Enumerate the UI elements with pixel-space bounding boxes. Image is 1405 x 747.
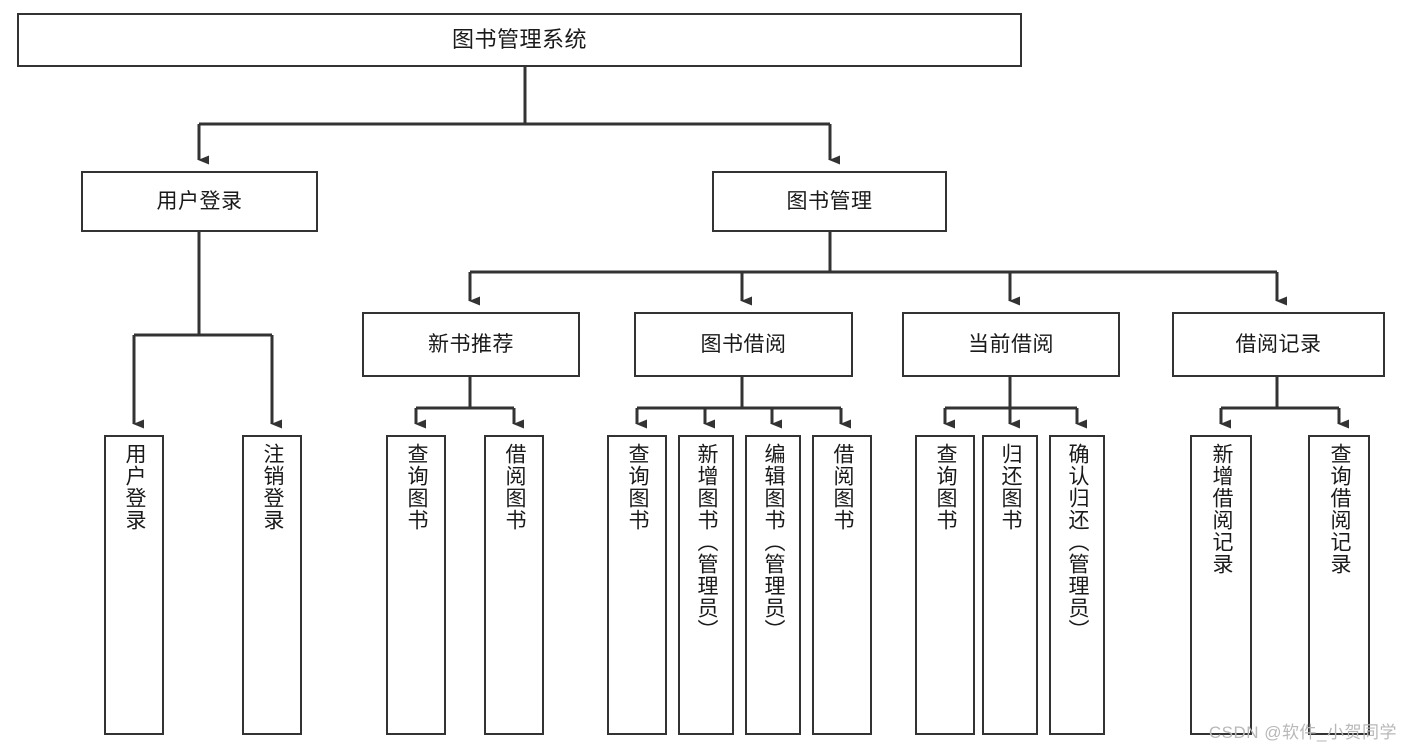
node-leaf-query-book-1[interactable]: 查询图书 (386, 435, 446, 735)
node-leaf-add-record-label: 新增借阅记录 (1210, 443, 1234, 575)
node-leaf-query-book-2-label: 查询图书 (626, 443, 650, 531)
node-leaf-borrow-book-1[interactable]: 借阅图书 (484, 435, 544, 735)
node-leaf-add-book-label: 新增图书（管理员） (695, 443, 719, 641)
node-current-borrow[interactable]: 当前借阅 (902, 312, 1120, 377)
node-leaf-add-record[interactable]: 新增借阅记录 (1190, 435, 1252, 735)
node-leaf-add-book[interactable]: 新增图书（管理员） (678, 435, 734, 735)
node-user-login[interactable]: 用户登录 (81, 171, 318, 232)
node-leaf-query-book-2[interactable]: 查询图书 (607, 435, 667, 735)
node-leaf-confirm-return-label: 确认归还（管理员） (1066, 443, 1090, 641)
node-user-login-label: 用户登录 (156, 189, 243, 213)
node-leaf-edit-book-label: 编辑图书（管理员） (762, 443, 786, 641)
node-current-borrow-label: 当前借阅 (968, 332, 1054, 356)
node-borrow-record-label: 借阅记录 (1235, 332, 1322, 356)
node-leaf-borrow-book-2[interactable]: 借阅图书 (812, 435, 872, 735)
node-new-book-rec[interactable]: 新书推荐 (362, 312, 580, 377)
watermark: CSDN @软件_小贺同学 (1208, 723, 1397, 742)
node-leaf-edit-book[interactable]: 编辑图书（管理员） (745, 435, 801, 735)
node-leaf-user-login[interactable]: 用户登录 (104, 435, 164, 735)
node-leaf-query-book-3[interactable]: 查询图书 (915, 435, 975, 735)
node-book-manage-label: 图书管理 (786, 189, 873, 213)
node-leaf-borrow-book-2-label: 借阅图书 (831, 443, 855, 531)
node-leaf-return-book-label: 归还图书 (999, 443, 1023, 531)
node-leaf-user-login-label: 用户登录 (123, 443, 147, 531)
node-leaf-borrow-book-1-label: 借阅图书 (503, 443, 527, 531)
node-leaf-query-record-label: 查询借阅记录 (1328, 443, 1352, 575)
node-book-borrow[interactable]: 图书借阅 (634, 312, 853, 377)
node-root-label: 图书管理系统 (451, 26, 587, 52)
node-new-book-rec-label: 新书推荐 (428, 332, 514, 356)
node-leaf-return-book[interactable]: 归还图书 (982, 435, 1038, 735)
node-leaf-logout[interactable]: 注销登录 (242, 435, 302, 735)
node-book-manage[interactable]: 图书管理 (712, 171, 947, 232)
node-book-borrow-label: 图书借阅 (700, 332, 787, 356)
node-leaf-query-record[interactable]: 查询借阅记录 (1308, 435, 1370, 735)
node-root[interactable]: 图书管理系统 (17, 13, 1022, 67)
node-leaf-query-book-1-label: 查询图书 (405, 443, 429, 531)
node-leaf-logout-label: 注销登录 (261, 443, 285, 531)
node-leaf-query-book-3-label: 查询图书 (934, 443, 958, 531)
node-leaf-confirm-return[interactable]: 确认归还（管理员） (1049, 435, 1105, 735)
node-borrow-record[interactable]: 借阅记录 (1172, 312, 1385, 377)
